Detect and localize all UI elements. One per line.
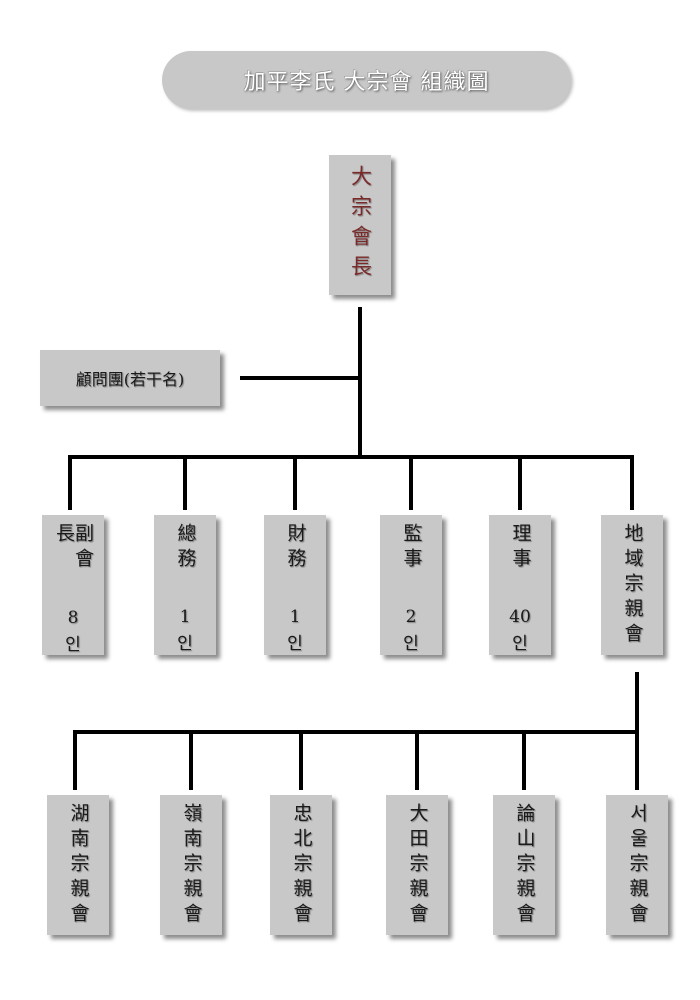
regional-box: 忠北宗親會 xyxy=(270,795,332,935)
connector-advisory xyxy=(240,376,360,380)
regional-name: 嶺南宗親會 xyxy=(180,802,203,928)
advisory-box: 顧問團(若干名) xyxy=(40,350,220,406)
regional-box: 嶺南宗親會 xyxy=(160,795,222,935)
dept-name: 總務 xyxy=(174,523,197,573)
connector-dept-4 xyxy=(409,455,413,510)
connector-dept-6 xyxy=(630,455,634,510)
dept-box: 財務 1 인 xyxy=(264,515,326,655)
regional-box: 서울宗親會 xyxy=(606,795,668,935)
regional-name: 大田宗親會 xyxy=(406,802,429,928)
president-box: 大宗會長 xyxy=(329,155,391,295)
connector-regional-1 xyxy=(73,730,77,790)
connector-president-down xyxy=(358,307,362,457)
dept-name: 地域宗親會 xyxy=(621,522,644,648)
dept-unit: 인 xyxy=(65,635,81,655)
dept-count: 1 xyxy=(179,607,191,627)
connector-regional-down xyxy=(635,672,639,734)
regional-box: 論山宗親會 xyxy=(493,795,555,935)
dept-box: 地域宗親會 xyxy=(601,515,663,655)
connector-regional-4 xyxy=(415,730,419,790)
chart-title: 加平李氏 大宗會 組織圖 xyxy=(162,51,571,109)
dept-count: 40 xyxy=(509,607,531,627)
dept-box: 副會長 8 인 xyxy=(42,515,104,655)
connector-dept-1 xyxy=(68,455,72,510)
president-label: 大宗會長 xyxy=(348,165,373,285)
dept-box: 總務 1 인 xyxy=(154,515,216,655)
connector-regional-2 xyxy=(189,730,193,790)
dept-name: 理事 xyxy=(509,523,532,573)
dept-unit: 인 xyxy=(177,634,193,654)
regional-name: 서울宗親會 xyxy=(626,802,649,928)
dept-name: 監事 xyxy=(400,523,423,573)
connector-dept-3 xyxy=(293,455,297,510)
dept-count: 2 xyxy=(405,607,417,627)
connector-regional-bar xyxy=(73,730,639,734)
dept-unit: 인 xyxy=(287,634,303,654)
connector-dept-2 xyxy=(183,455,187,510)
regional-name: 忠北宗親會 xyxy=(290,802,313,928)
connector-regional-6 xyxy=(635,730,639,790)
connector-dept-5 xyxy=(518,455,522,510)
dept-count: 8 xyxy=(67,608,79,628)
dept-name: 財務 xyxy=(284,523,307,573)
connector-departments-bar xyxy=(68,455,634,459)
regional-box: 湖南宗親會 xyxy=(47,795,109,935)
dept-box: 理事 40 인 xyxy=(489,515,551,655)
regional-box: 大田宗親會 xyxy=(386,795,448,935)
dept-name: 副會長 xyxy=(53,523,94,573)
dept-box: 監事 2 인 xyxy=(380,515,442,655)
connector-regional-3 xyxy=(299,730,303,790)
advisory-label: 顧問團(若干名) xyxy=(75,370,185,389)
dept-unit: 인 xyxy=(403,634,419,654)
dept-count: 1 xyxy=(289,607,301,627)
connector-regional-5 xyxy=(522,730,526,790)
dept-unit: 인 xyxy=(512,634,528,654)
regional-name: 湖南宗親會 xyxy=(67,802,90,928)
regional-name: 論山宗親會 xyxy=(513,802,536,928)
